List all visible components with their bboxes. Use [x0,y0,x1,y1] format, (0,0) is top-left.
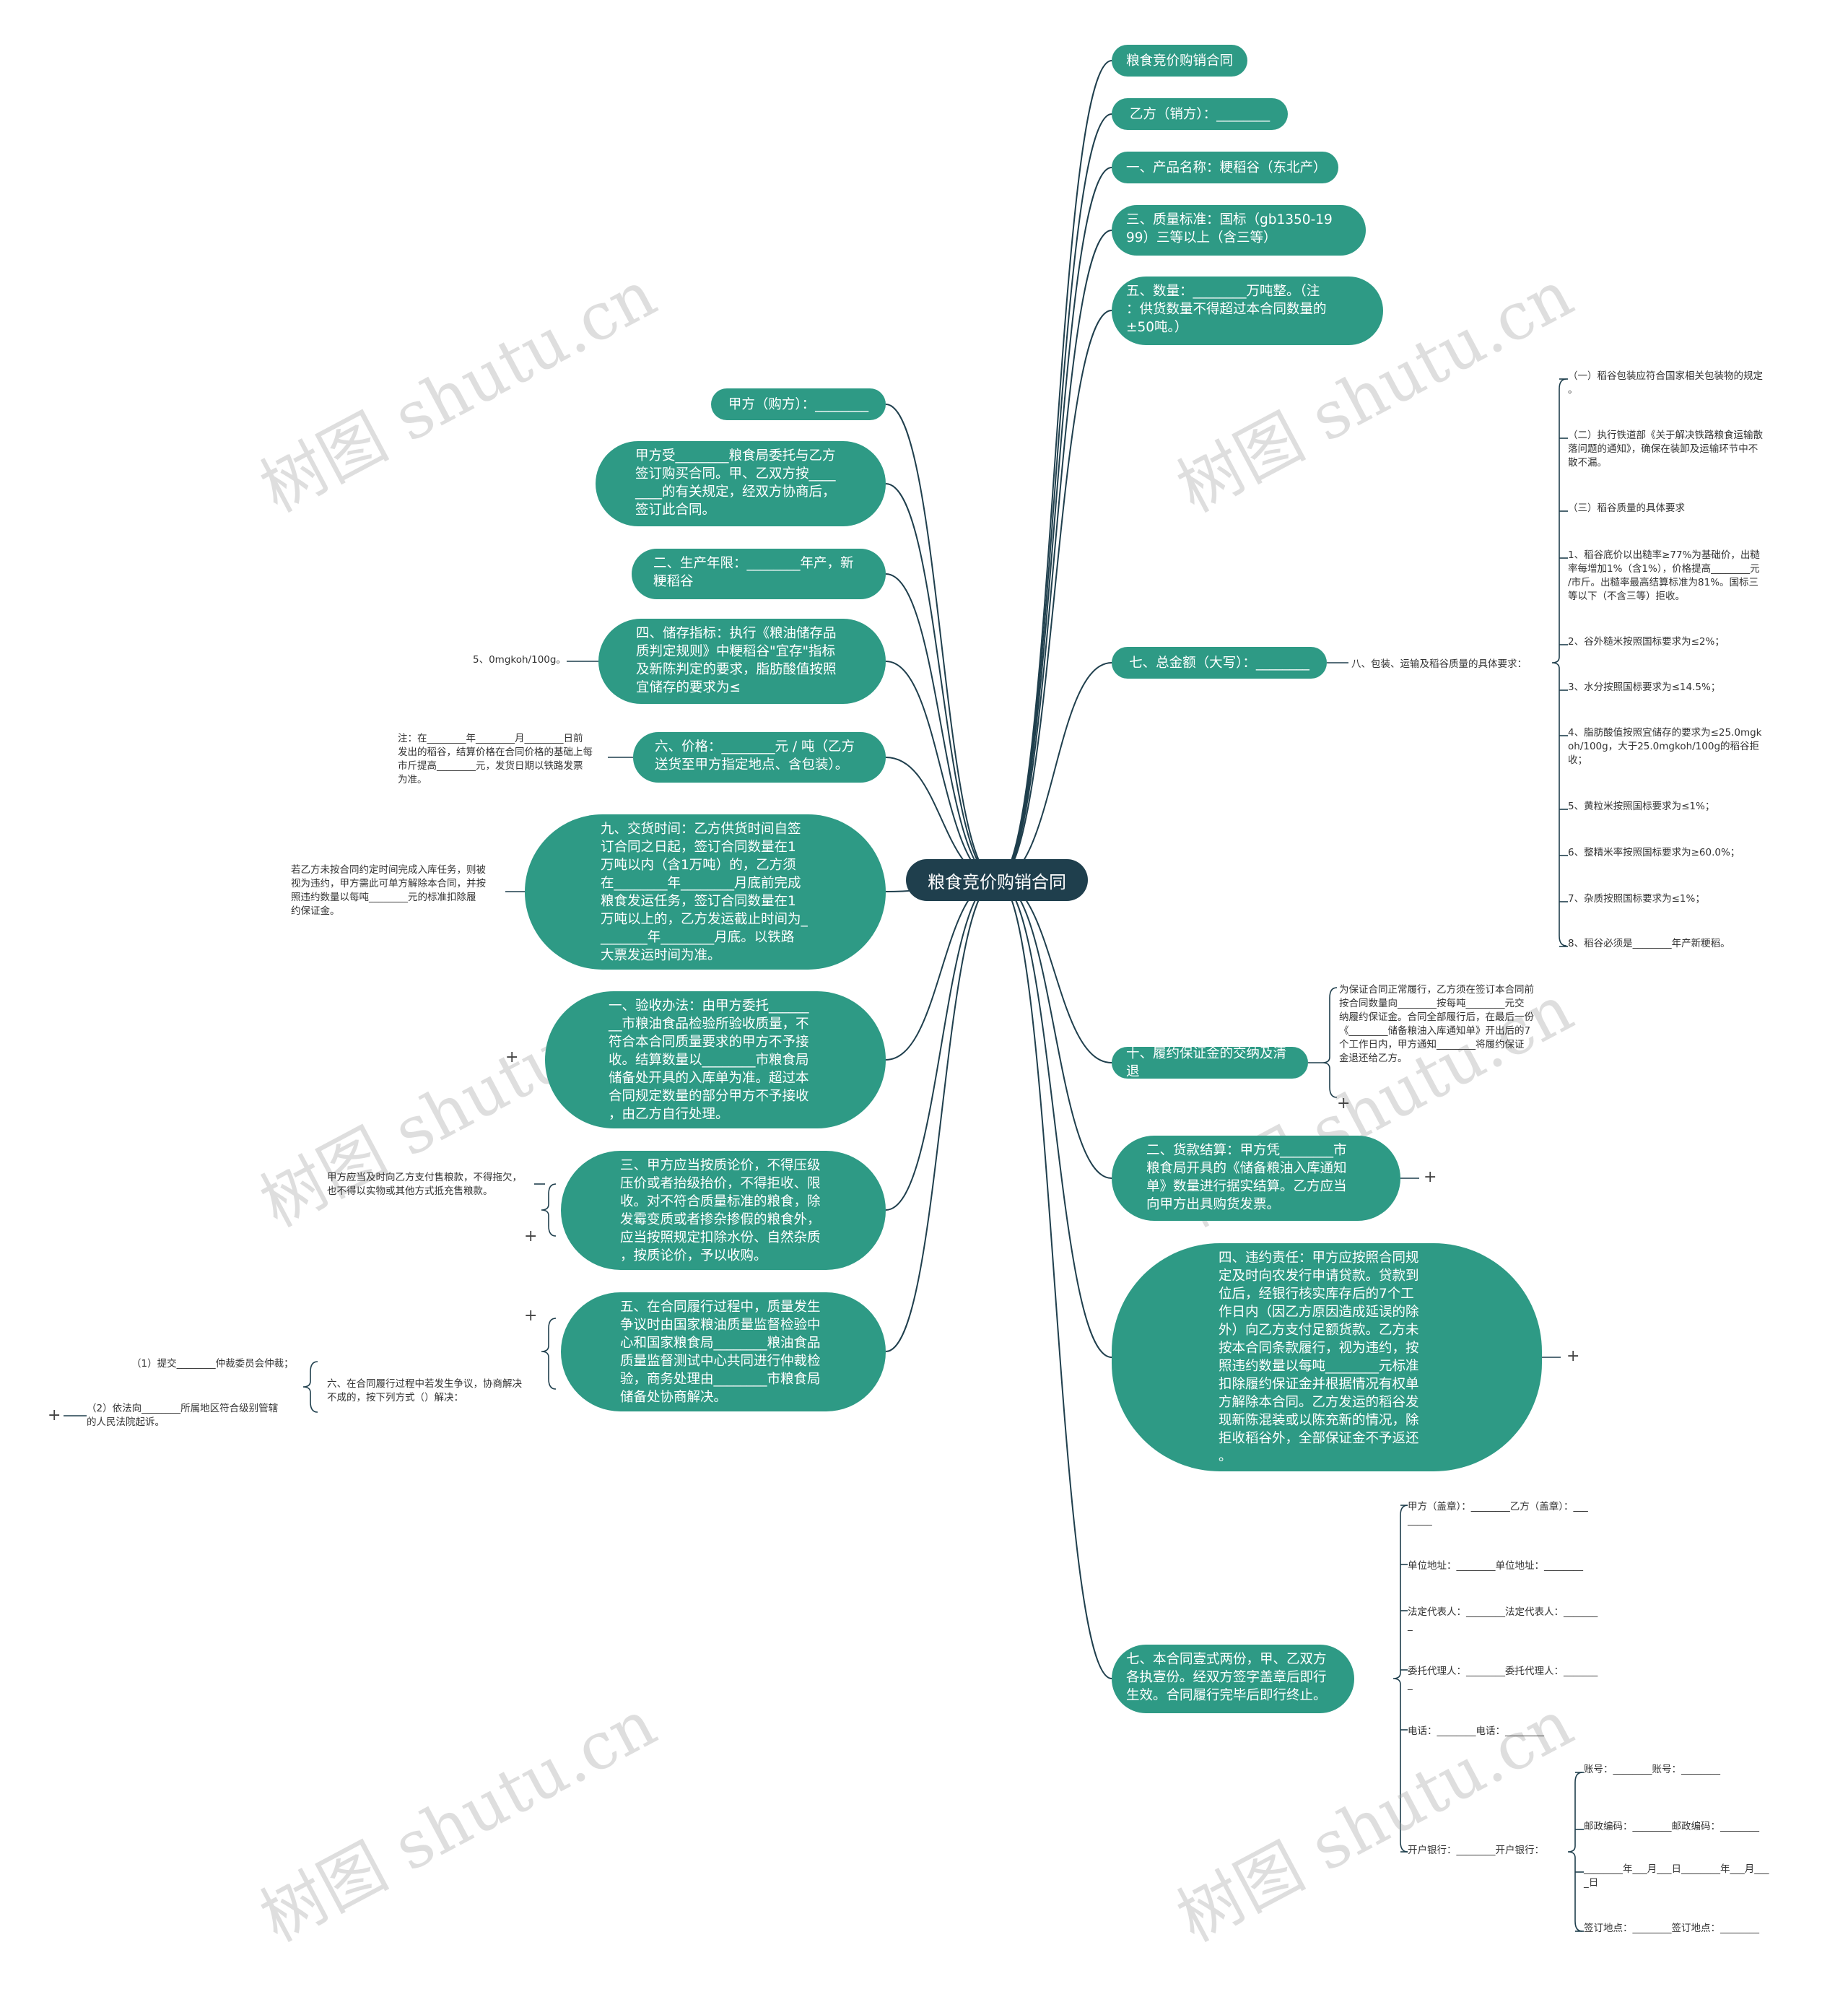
node-label: 十、履约保证金的交纳及清退 [1126,1046,1287,1079]
expand-button[interactable]: + [48,1406,61,1424]
leaf-packaging-requirements: 八、包装、运输及稻谷质量的具体要求： [1351,658,1527,670]
signature-item: 委托代理人：________委托代理人：_______ _ [1408,1666,1598,1691]
bank-item: 账号：________账号：________ [1584,1764,1720,1775]
leaf-sign-bank: 开户银行：________开户银行： [1408,1845,1544,1856]
expand-button[interactable]: + [1337,1094,1351,1113]
branch-connector [996,230,1112,881]
expand-button[interactable]: + [1424,1168,1437,1186]
signature-bracket [1392,1505,1408,1853]
bank-bracket [1567,1772,1583,1932]
node-seller[interactable]: 乙方（销方）：________ [1112,98,1288,130]
expand-button[interactable]: + [524,1307,538,1325]
node-acceptance[interactable]: 一、验收办法：由甲方委托______ __市粮油食品检验所验收质量，不 符合本合… [545,991,886,1128]
node-total-amount[interactable]: 七、总金额（大写）：________ [1112,647,1327,679]
branch-connector [996,879,1112,1679]
expand-button[interactable]: + [1566,1347,1580,1365]
node-label: 乙方（销方）：________ [1129,106,1270,122]
leaf-bracket [541,1318,557,1390]
branch-connector [885,879,998,1352]
node-production-year[interactable]: 二、生产年限：________年产，新 粳稻谷 [632,549,886,599]
node-product-name[interactable]: 一、产品名称：粳稻谷（东北产） [1112,152,1338,183]
leaf-pricing-note: 甲方应当及时向乙方支付售粮款，不得拖欠， 也不得以实物或其他方式抵充售粮款。 [327,1172,522,1197]
branch-connector [996,662,1112,881]
expand-button[interactable]: + [524,1227,538,1245]
branch-connector [996,310,1112,881]
branch-connector [885,879,998,1061]
node-quality-standard[interactable]: 三、质量标准：国标（gb1350-19 99）三等以上（含三等） [1112,205,1366,256]
bank-item: 邮政编码：________邮政编码：________ [1584,1821,1759,1832]
node-price[interactable]: 六、价格：________元 / 吨（乙方 送货至甲方指定地点、含包装）。 [633,732,886,783]
expand-button[interactable]: + [505,1048,519,1066]
signature-item: 法定代表人：________法定代表人：_______ _ [1408,1606,1598,1632]
leaf-dispute-2: （2）依法向________所属地区符合级别管辖 的人民法院起诉。 [87,1403,279,1428]
quality-item: 7、杂质按照国标要求为≤1%； [1568,893,1705,905]
leaf-bracket [541,1183,557,1237]
branch-connector [996,167,1112,881]
node-delivery-time[interactable]: 九、交货时间：乙方供货时间自签 订合同之日起，签订合同数量在1 万吨以内（含1万… [525,814,886,970]
node-deposit[interactable]: 十、履约保证金的交纳及清退 [1112,1046,1308,1079]
node-payment[interactable]: 二、货款结算：甲方凭________市 粮食局开具的《储备粮油入库通知 单》数量… [1112,1136,1400,1221]
quality-item: （二）执行铁道部《关于解决铁路粮食运输散 落问题的通知》，确保在装卸及运输环节中… [1568,430,1763,469]
signature-item: 电话：________电话：________ [1408,1725,1544,1737]
quality-item: 1、稻谷底价以出糙率≥77%为基础价，出糙 率每增加1%（含1%），价格提高__… [1568,549,1760,602]
root-topic[interactable]: 粮食竞价购销合同 [906,859,1088,901]
node-label: 粮食竞价购销合同 [1126,53,1234,69]
branch-connector [885,879,998,1211]
branch-connector [885,661,998,881]
leaf-deposit-note: 为保证合同正常履行，乙方须在签订本合同前 按合同数量向________按每吨__… [1339,984,1534,1064]
branch-connector [996,879,1112,1358]
node-entrust[interactable]: 甲方受________粮食局委托与乙方 签订购买合同。甲、乙双方按____ __… [596,441,886,526]
quality-bracket [1551,378,1567,946]
node-label: 一、产品名称：粳稻谷（东北产） [1126,160,1327,175]
branch-connector [885,573,998,881]
leaf-bracket [302,1361,318,1413]
node-storage[interactable]: 四、储存指标：执行《粮油储存品 质判定规则》中粳稻谷"宜存"指标 及新陈判定的要… [598,619,886,704]
bank-item: ________年___月___日________年___月___ _日 [1584,1863,1769,1889]
quality-item: 4、脂肪酸值按照宜储存的要求为≤25.0mgk oh/100g，大于25.0mg… [1568,727,1762,766]
node-arbitration[interactable]: 五、在合同履行过程中，质量发生 争议时由国家粮油质量监督检验中 心和国家粮食局_… [561,1292,886,1411]
leaf-storage-value: 5、0mgkoh/100g。 [473,654,566,666]
signature-item: 甲方（盖章）：________乙方（盖章）：___ _____ [1408,1501,1588,1526]
branch-connector [885,483,998,881]
leaf-delivery-note: 若乙方未按合同约定时间完成入库任务，则被 视为违约，甲方需此可单方解除本合同，并… [291,864,486,917]
quality-item: 8、稻谷必须是________年产新粳稻。 [1568,938,1730,949]
node-quality-pricing[interactable]: 三、甲方应当按质论价，不得压级 压价或者抬级抬价，不得拒收、限 收。对不符合质量… [561,1151,886,1270]
quality-item: 2、谷外糙米按照国标要求为≤2%； [1568,636,1725,648]
quality-item: 3、水分按照国标要求为≤14.5%； [1568,682,1721,693]
quality-item: 5、黄粒米按照国标要求为≤1%； [1568,801,1715,812]
quality-item: 6、整精米率按照国标要求为≥60.0%； [1568,847,1740,858]
quality-item: （一）稻谷包装应符合国家相关包装物的规定 。 [1568,370,1763,396]
leaf-dispute: 六、在合同履行过程中若发生争议，协商解决 不成的，按下列方式（）解决： [327,1378,522,1403]
leaf-dispute-1: （1）提交________仲裁委员会仲裁； [131,1358,294,1370]
branch-connector [885,404,998,881]
node-quantity[interactable]: 五、数量：________万吨整。（注 ：供货数量不得超过本合同数量的 ±50吨… [1112,277,1383,345]
quality-item: （三）稻谷质量的具体要求 [1568,502,1685,514]
leaf-price-note: 注：在________年________月________日前 发出的稻谷，结算… [398,733,593,785]
bank-item: 签订地点：________签订地点：________ [1584,1923,1759,1934]
node-label: 甲方（购方）：________ [728,396,869,412]
node-contract-title[interactable]: 粮食竞价购销合同 [1112,45,1247,77]
node-copies[interactable]: 七、本合同壹式两份，甲、乙双方 各执壹份。经双方签字盖章后即行 生效。合同履行完… [1112,1645,1354,1713]
branch-connector [996,60,1112,881]
node-breach[interactable]: 四、违约责任：甲方应按照合同规 定及时向农发行申请贷款。贷款到 位后，经银行核实… [1112,1243,1542,1471]
branch-connector [996,113,1112,881]
node-label: 七、总金额（大写）：________ [1129,655,1309,671]
signature-item: 单位地址：________单位地址：________ [1408,1560,1583,1572]
branch-connector [996,879,1112,1179]
node-buyer[interactable]: 甲方（购方）：________ [711,388,886,420]
